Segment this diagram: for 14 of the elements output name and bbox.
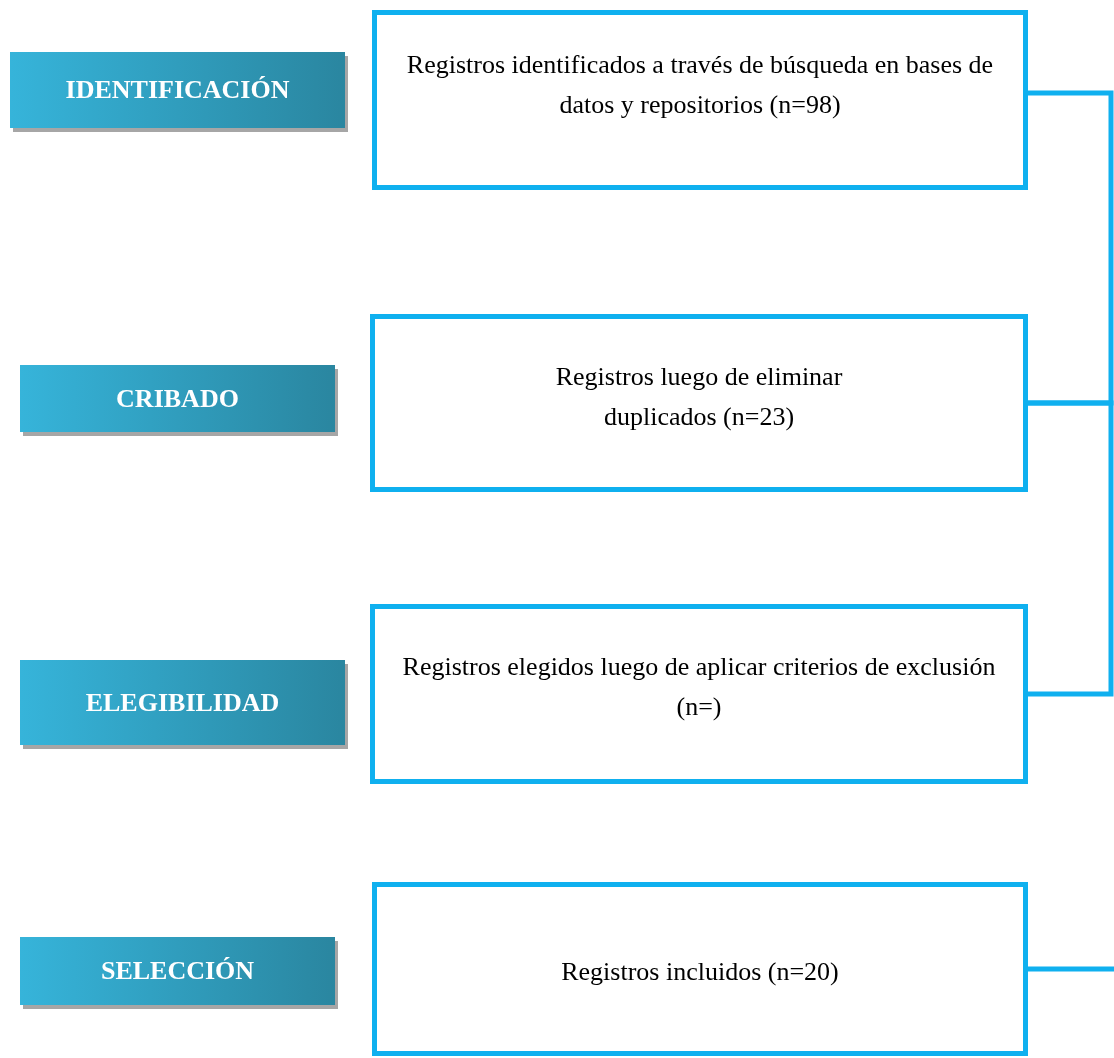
box-text: Registros identificados a través de búsqueda en bases de datos y repositorios (n=98) bbox=[405, 49, 995, 122]
box-text: Registros luego de eliminar duplicados (n=23) bbox=[554, 361, 844, 434]
process-box bbox=[370, 604, 1028, 784]
box-text: Registros elegidos luego de aplicar criterios de exclusión (n=) bbox=[401, 651, 997, 724]
connector-line bbox=[1028, 966, 1114, 972]
stage-label: CRIBADO bbox=[116, 383, 239, 414]
stage-label: IDENTIFICACIÓN bbox=[65, 75, 290, 105]
box-text: Registros incluidos (n=20) bbox=[561, 956, 839, 988]
stage-label: ELEGIBILIDAD bbox=[85, 687, 280, 718]
process-box bbox=[372, 10, 1028, 190]
stage-label: SELECCIÓN bbox=[100, 956, 255, 986]
process-box bbox=[372, 882, 1028, 1056]
connector-line bbox=[1028, 400, 1114, 697]
process-box bbox=[370, 314, 1028, 492]
